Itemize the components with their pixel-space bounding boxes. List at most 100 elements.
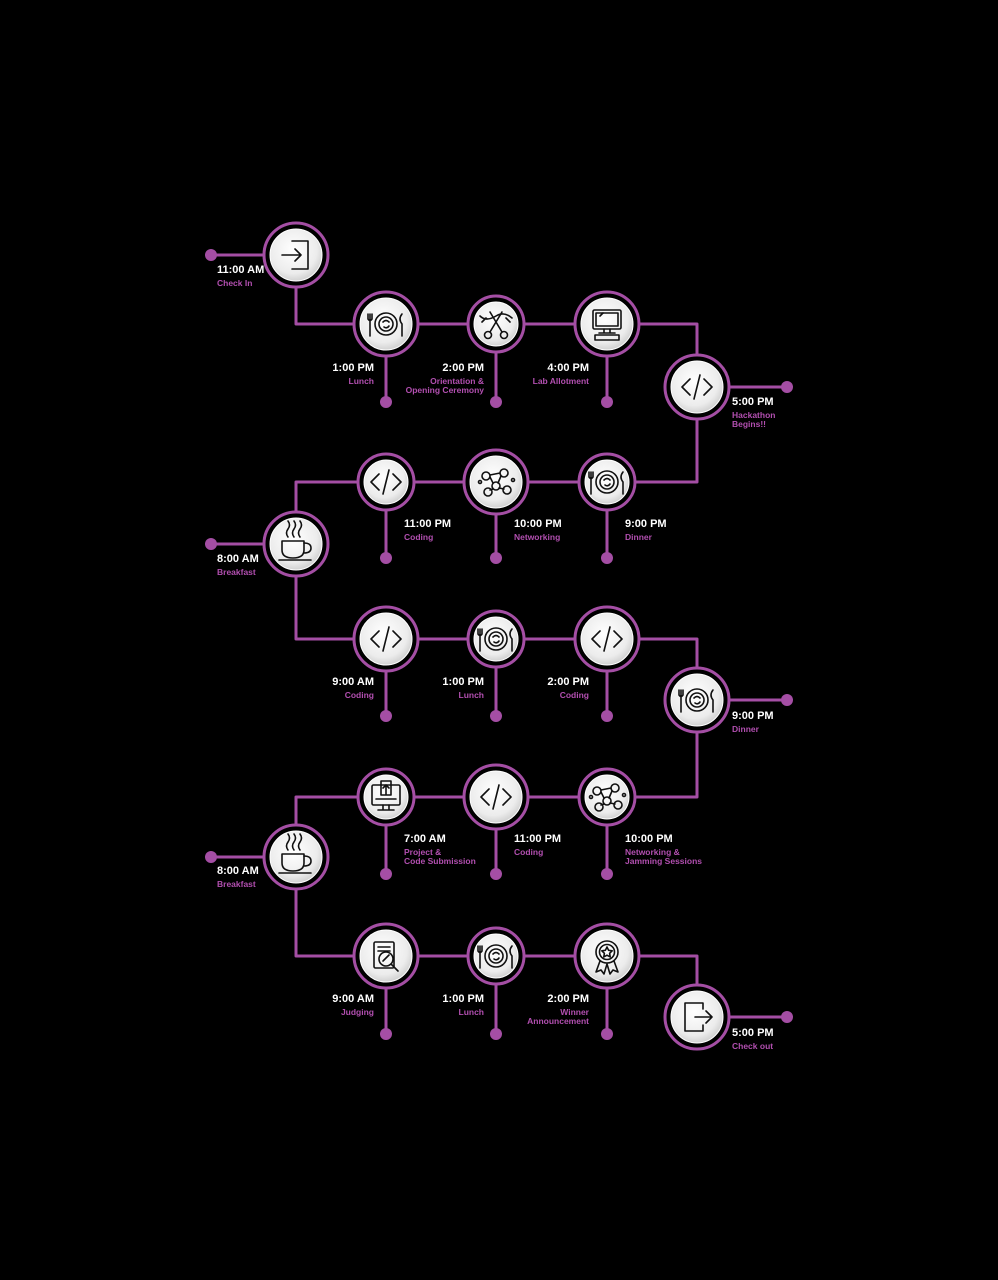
stem-dot — [380, 1028, 392, 1040]
event-node-e9 — [262, 510, 330, 578]
stem-dot — [601, 552, 613, 564]
check-in-icon — [281, 240, 309, 270]
event-node-e3 — [466, 294, 526, 354]
event-name: Coding — [404, 531, 434, 542]
stem-dot — [490, 552, 502, 564]
connector-line — [294, 574, 356, 641]
event-name: Networking — [514, 531, 561, 542]
coffee-icon — [278, 520, 312, 561]
stem-dot — [781, 381, 793, 393]
node-core — [584, 459, 630, 505]
event-time: 9:00 PM — [625, 518, 667, 530]
event-name: Winner Announcement — [527, 1006, 589, 1027]
connector-line — [294, 887, 356, 958]
event-time: 4:00 PM — [547, 362, 589, 374]
event-node-e14 — [577, 767, 637, 827]
event-node-e6 — [577, 452, 637, 512]
event-node-e2 — [352, 290, 420, 358]
event-node-e18 — [352, 922, 420, 990]
event-name: Check out — [732, 1040, 774, 1051]
event-name: Lunch — [348, 375, 375, 386]
event-name: Orientation & Opening Ceremony — [405, 375, 484, 396]
stem-dot — [490, 1028, 502, 1040]
stem-dot — [490, 710, 502, 722]
stem-dot — [380, 868, 392, 880]
meal-icon — [588, 470, 624, 495]
event-name: Coding — [514, 846, 544, 857]
event-node-e5 — [663, 353, 731, 421]
connector-line — [633, 417, 699, 484]
code-icon — [591, 626, 623, 652]
stem-dot — [380, 396, 392, 408]
stem-dot — [601, 396, 613, 408]
meal-icon — [367, 312, 403, 337]
event-time: 9:00 PM — [732, 710, 774, 722]
connector-line — [633, 730, 699, 799]
node-core — [359, 929, 413, 983]
event-node-e19 — [466, 926, 526, 986]
event-name: Breakfast — [217, 878, 256, 889]
event-time: 8:00 AM — [217, 553, 259, 565]
event-time: 11:00 PM — [514, 833, 562, 845]
event-time: 1:00 PM — [332, 362, 374, 374]
node-core — [670, 673, 724, 727]
award-icon — [595, 940, 619, 975]
event-node-e7 — [462, 448, 530, 516]
event-time: 9:00 AM — [332, 993, 374, 1005]
stem-dot — [490, 396, 502, 408]
event-name: Coding — [344, 689, 374, 700]
event-name: Coding — [559, 689, 589, 700]
connector-line — [637, 322, 699, 357]
stem-dot — [380, 710, 392, 722]
event-time: 2:00 PM — [547, 993, 589, 1005]
stem-dot — [781, 694, 793, 706]
event-time: 1:00 PM — [442, 676, 484, 688]
event-name: Hackathon Begins!! — [732, 409, 776, 430]
event-nodes — [262, 221, 731, 1051]
event-name: Project & Code Submission — [404, 846, 476, 867]
timeline-connectors — [294, 285, 699, 987]
code-icon — [370, 469, 402, 495]
event-time: 7:00 AM — [404, 833, 446, 845]
stem-dot — [781, 1011, 793, 1023]
code-icon — [370, 626, 402, 652]
stem-dot — [380, 552, 392, 564]
meal-icon — [477, 944, 513, 969]
network-icon — [477, 468, 516, 497]
event-node-e20 — [573, 922, 641, 990]
event-time: 11:00 AM — [217, 264, 265, 276]
ribbon-cutting-icon — [479, 311, 513, 340]
event-stems — [205, 249, 793, 1040]
event-time: 2:00 PM — [547, 676, 589, 688]
stem-dot — [601, 868, 613, 880]
code-icon — [681, 374, 713, 400]
event-name: Dinner — [732, 723, 759, 734]
event-time: 2:00 PM — [442, 362, 484, 374]
event-node-e10 — [352, 605, 420, 673]
event-time: 5:00 PM — [732, 1027, 774, 1039]
event-name: Lunch — [458, 689, 485, 700]
judging-icon — [373, 941, 399, 972]
meal-icon — [477, 627, 513, 652]
stem-dot — [601, 710, 613, 722]
event-node-e4 — [573, 290, 641, 358]
stem-dot — [490, 868, 502, 880]
event-node-e1 — [262, 221, 330, 289]
event-time: 5:00 PM — [732, 396, 774, 408]
stem-dot — [601, 1028, 613, 1040]
computer-icon — [592, 309, 622, 341]
